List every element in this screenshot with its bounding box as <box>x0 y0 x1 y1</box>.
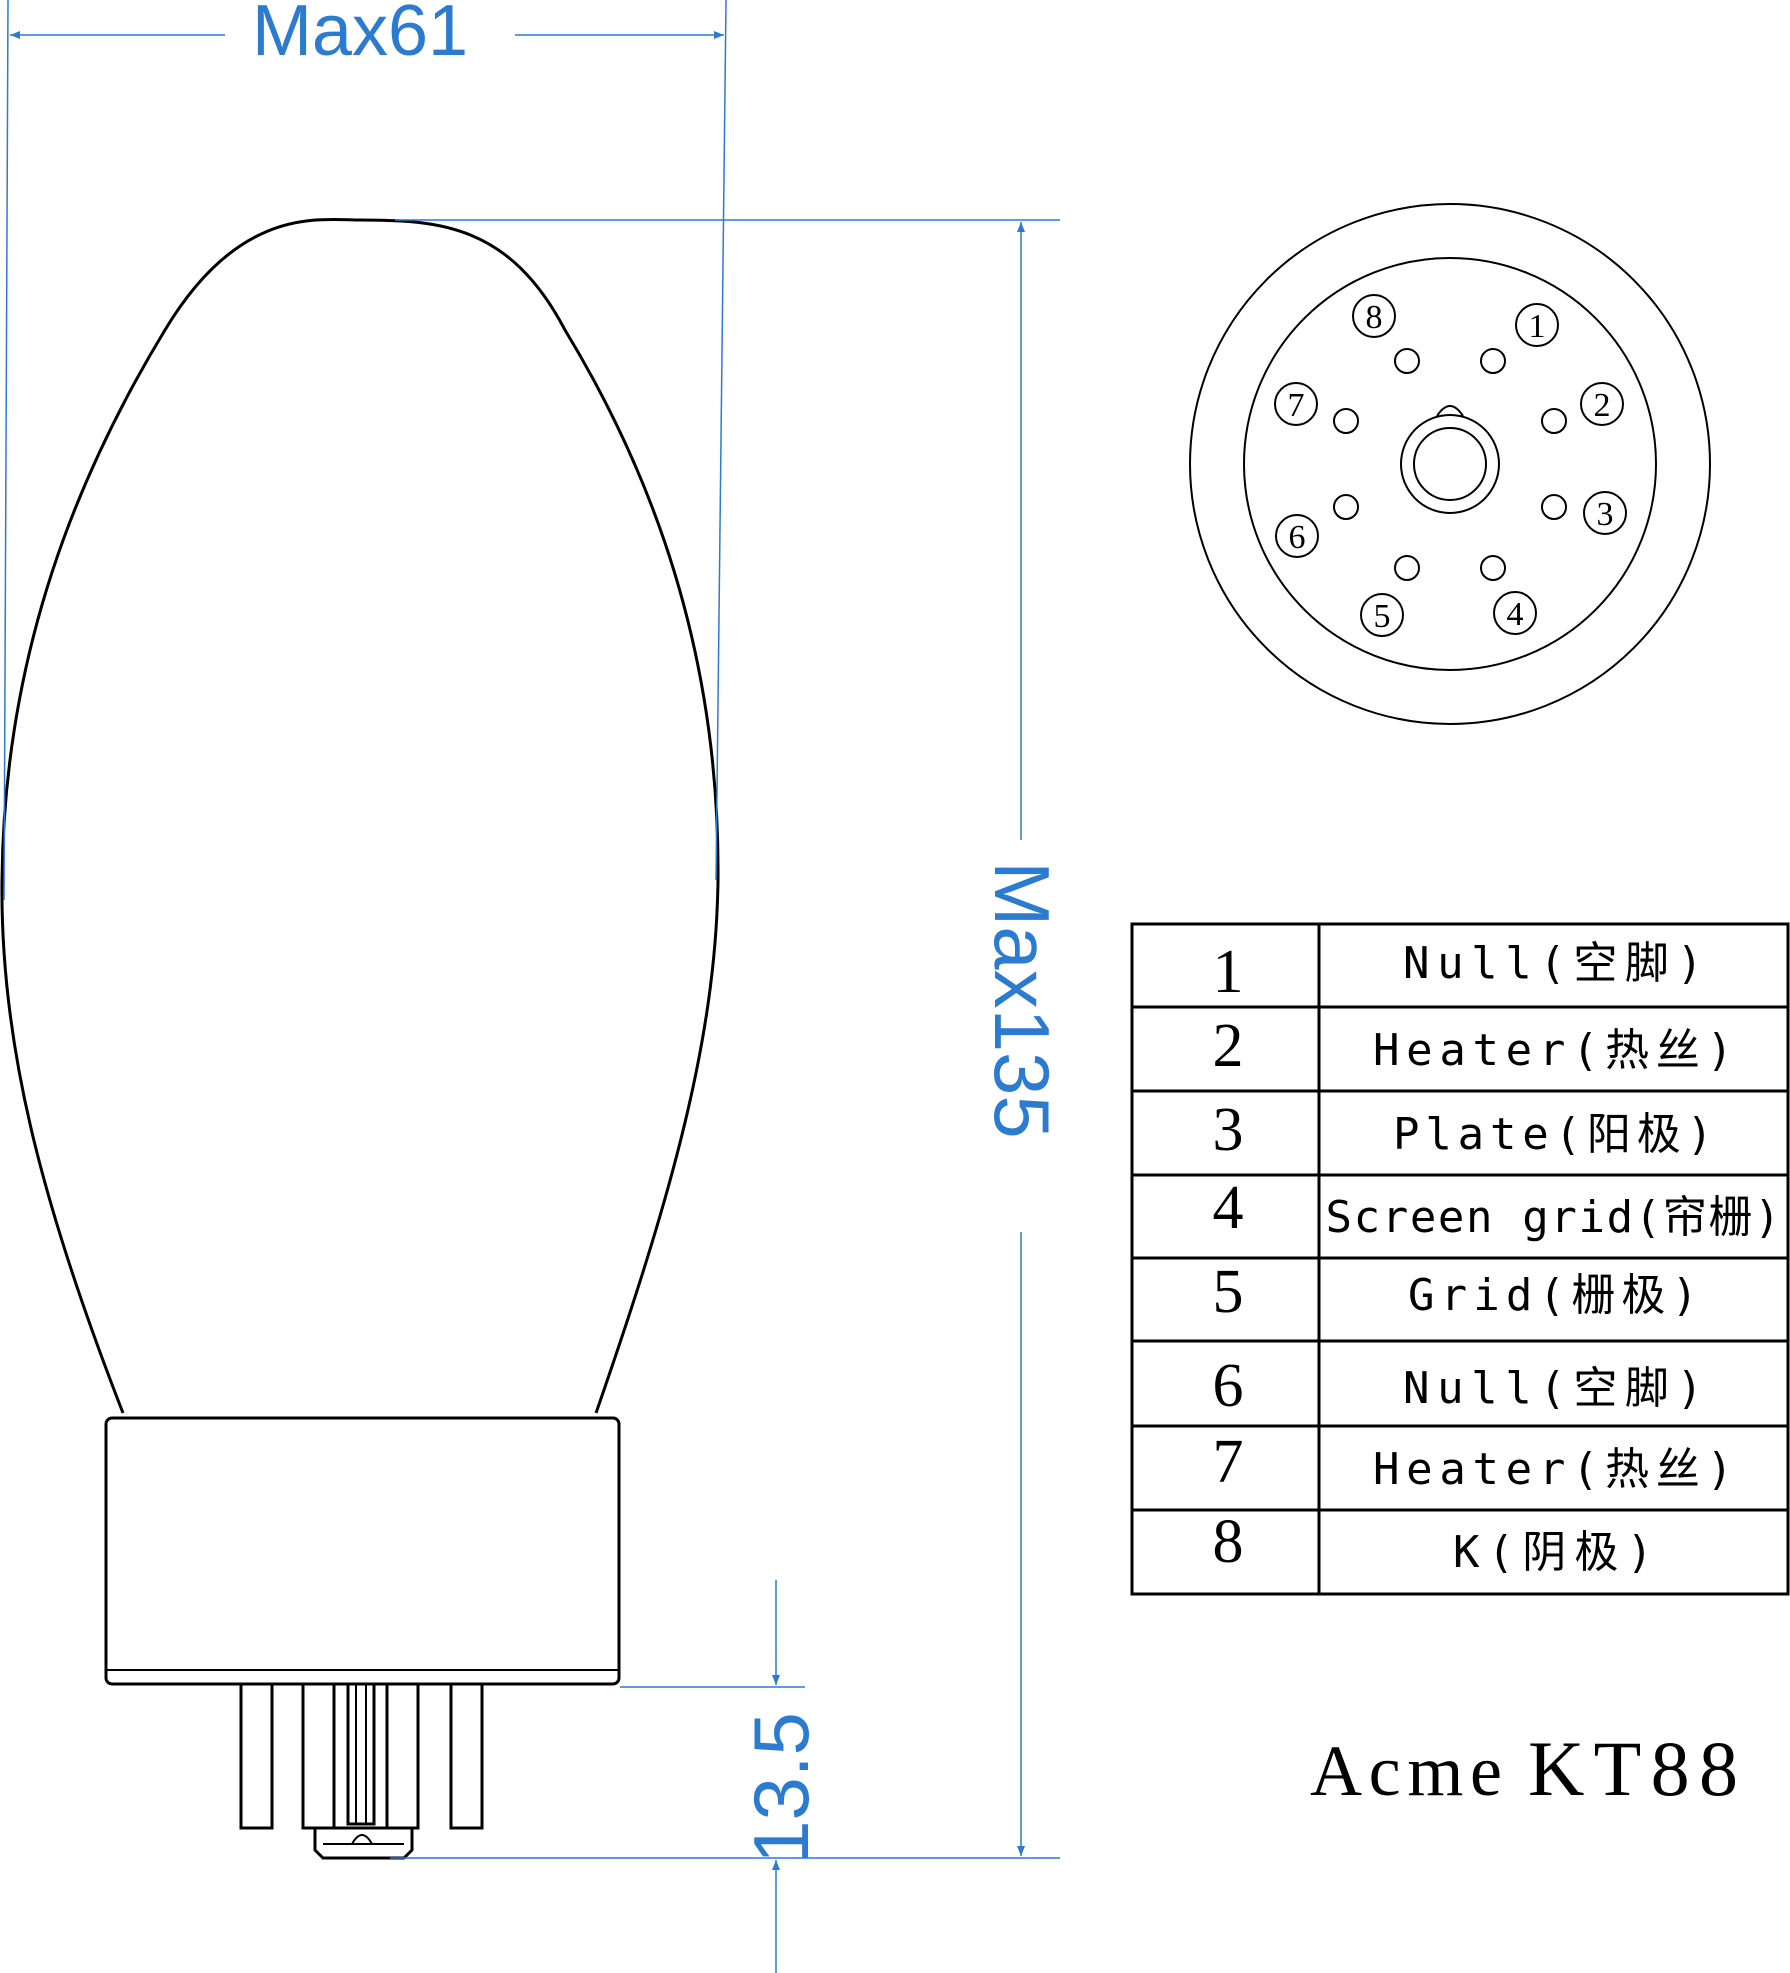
table-row: 8 K(阴极) <box>1213 1508 1654 1578</box>
pin-marker-4: 4 <box>1493 591 1537 635</box>
table-row: 7 Heater(热丝) <box>1213 1428 1734 1496</box>
table-row: 4 Screen grid(帘栅) <box>1213 1174 1781 1243</box>
svg-text:1: 1 <box>1529 308 1546 345</box>
svg-text:3: 3 <box>1597 496 1614 533</box>
tube-pins <box>239 1682 484 1860</box>
pin-number: 1 <box>1213 938 1244 1006</box>
pin-function: Plate(阳极) <box>1393 1109 1713 1160</box>
socket-inner-ring <box>1243 257 1657 671</box>
pin-number: 5 <box>1213 1258 1244 1326</box>
center-key-notch <box>1436 405 1464 417</box>
brand-mark: Acme KT88 <box>1310 1725 1738 1812</box>
socket-outer-ring <box>1189 203 1711 725</box>
svg-text:7: 7 <box>1288 387 1305 424</box>
table-row: 3 Plate(阳极) <box>1213 1096 1714 1164</box>
pin-number: 6 <box>1213 1352 1244 1420</box>
center-key-inner <box>1413 427 1487 501</box>
pin-function: Heater(热丝) <box>1373 1444 1733 1495</box>
svg-text:4: 4 <box>1507 596 1524 633</box>
brand-maker: Acme <box>1310 1731 1502 1811</box>
pin-table-grid <box>1130 922 1790 1596</box>
pin-number: 8 <box>1213 1508 1244 1576</box>
base-dimension-label: 13.5 <box>737 1712 825 1864</box>
pin-function: Screen grid(帘栅) <box>1326 1192 1781 1243</box>
pin-number: 2 <box>1213 1012 1244 1080</box>
pin-function: Grid(栅极) <box>1408 1270 1698 1321</box>
pin-number: 4 <box>1213 1174 1244 1242</box>
pin-number-markers: 1 2 3 4 5 6 7 8 <box>1274 294 1627 637</box>
pin-number: 3 <box>1213 1096 1244 1164</box>
pin-marker-8: 8 <box>1352 294 1396 338</box>
pin-function: K(阴极) <box>1453 1527 1653 1578</box>
brand-model: KT88 <box>1528 1725 1738 1812</box>
table-row: 1 Null(空脚) <box>1213 938 1704 1006</box>
svg-text:5: 5 <box>1374 598 1391 635</box>
pin-marker-1: 1 <box>1515 303 1559 347</box>
dimension-lines <box>3 0 1060 1973</box>
svg-text:2: 2 <box>1594 387 1611 424</box>
pin-function: Null(空脚) <box>1403 938 1703 989</box>
glass-envelope <box>0 217 720 1414</box>
pin-marker-2: 2 <box>1580 382 1624 426</box>
pin-marker-6: 6 <box>1275 514 1319 558</box>
pin-marker-5: 5 <box>1360 593 1404 637</box>
pin-marker-3: 3 <box>1583 491 1627 535</box>
table-row: 5 Grid(栅极) <box>1213 1258 1699 1326</box>
pin-number: 7 <box>1213 1428 1244 1496</box>
pin-table: 1 Null(空脚) 2 Heater(热丝) 3 Plate(阳极) 4 Sc… <box>1130 922 1790 1596</box>
pin-function: Null(空脚) <box>1403 1363 1703 1414</box>
center-key-outer <box>1400 414 1500 514</box>
pin-holes <box>1333 348 1567 581</box>
tube-base <box>104 1416 621 1686</box>
table-row: 6 Null(空脚) <box>1213 1352 1704 1420</box>
width-dimension-label: Max61 <box>252 0 468 71</box>
svg-text:8: 8 <box>1366 299 1383 336</box>
pin-function: Heater(热丝) <box>1373 1025 1733 1076</box>
pin-marker-7: 7 <box>1274 382 1318 426</box>
table-row: 2 Heater(热丝) <box>1213 1012 1734 1080</box>
tube-outline <box>0 217 720 1860</box>
svg-text:6: 6 <box>1289 519 1306 556</box>
height-dimension-label: Max135 <box>978 861 1066 1139</box>
pin-diagram <box>1189 203 1711 725</box>
